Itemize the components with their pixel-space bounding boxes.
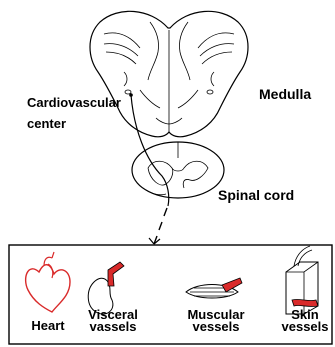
cardiovascular-center-label-line1: Cardiovascular	[27, 95, 121, 110]
effector-label-1-line-1: vassels	[90, 319, 137, 334]
heart-icon	[26, 252, 70, 312]
medulla-illustration	[90, 11, 248, 136]
spinal-cord-label: Spinal cord	[218, 187, 294, 203]
effector-label-3-line-1: vessels	[282, 319, 329, 334]
effector-labels: HeartVisceralvasselsMuscularvesselsSkinv…	[31, 307, 328, 334]
muscle-icon	[186, 278, 242, 298]
skin-block-icon	[286, 246, 318, 314]
effector-label-2-line-1: vessels	[193, 319, 240, 334]
spinal-cord-illustration	[132, 142, 224, 198]
effector-label-0-line-0: Heart	[31, 318, 65, 333]
medulla-label: Medulla	[259, 86, 311, 102]
cardiovascular-center-label-line2: center	[27, 116, 66, 131]
